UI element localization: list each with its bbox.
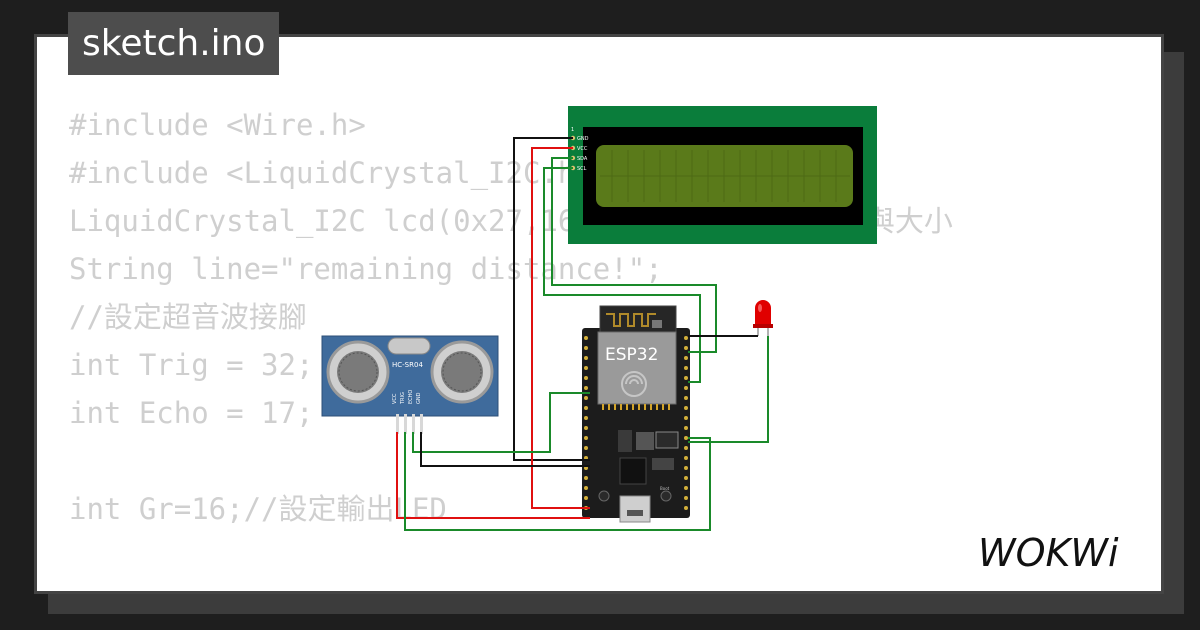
transducer-right-icon	[430, 340, 494, 404]
lcd-pin-sda-label: SDA	[577, 156, 588, 162]
ultrasonic-label: HC-SR04	[392, 361, 423, 369]
wire-lcd-vcc	[531, 147, 590, 509]
esp32-board[interactable]: ESP32 Boot	[582, 305, 690, 523]
wire-sensor-trig	[404, 432, 711, 531]
ultrasonic-pin-vcc-label: VCC	[392, 393, 398, 404]
code-line: //設定超音波接腳	[69, 300, 307, 334]
ultrasonic-pin-echo-label: ECHO	[408, 390, 414, 404]
filename-tab[interactable]: sketch.ino	[68, 12, 280, 75]
wire-lcd-gnd	[513, 137, 590, 461]
espressif-logo-icon	[621, 371, 647, 397]
lcd-pin-gnd-label: GND	[577, 136, 589, 142]
code-line: int Echo = 17;	[69, 396, 314, 430]
code-line: int Trig = 32;	[69, 348, 314, 382]
wire-led-anode	[688, 336, 769, 443]
code-line: String line="remaining distance!";	[69, 252, 663, 286]
code-line: int Gr=16;//設定輸出LED	[69, 492, 447, 526]
ultrasonic-pin-trig-label: TRIG	[400, 392, 406, 405]
ultrasonic-pin-gnd-label: GND	[416, 392, 422, 404]
usb-port-icon	[619, 495, 651, 523]
wokwi-logo-text: WOKWi	[978, 531, 1119, 574]
mcu-label: ESP32	[605, 345, 658, 365]
code-line: void setup() {	[69, 581, 953, 591]
wire-sensor-echo	[412, 392, 590, 453]
transducer-left-icon	[326, 340, 390, 404]
wire-lcd-scl	[543, 167, 701, 383]
lcd-display[interactable]: 1 GND VCC SDA SCL	[568, 106, 877, 244]
red-led[interactable]	[753, 300, 773, 336]
lcd-pin-one-label: 1	[571, 127, 574, 133]
boot-button-label: Boot	[660, 486, 670, 491]
wokwi-logo: WOKWi	[978, 531, 1119, 574]
wire-sensor-vcc	[396, 432, 590, 519]
lcd-pin-vcc-label: VCC	[577, 146, 588, 152]
lcd-pin-scl-label: SCL	[577, 166, 587, 172]
boot-button[interactable]	[660, 490, 672, 502]
wire-sensor-gnd	[420, 432, 590, 467]
code-line: #include <Wire.h>	[69, 108, 366, 142]
ultrasonic-sensor[interactable]: HC-SR04 VCC TRIG ECHO GND	[321, 335, 499, 434]
wire-lcd-sda	[551, 157, 717, 353]
